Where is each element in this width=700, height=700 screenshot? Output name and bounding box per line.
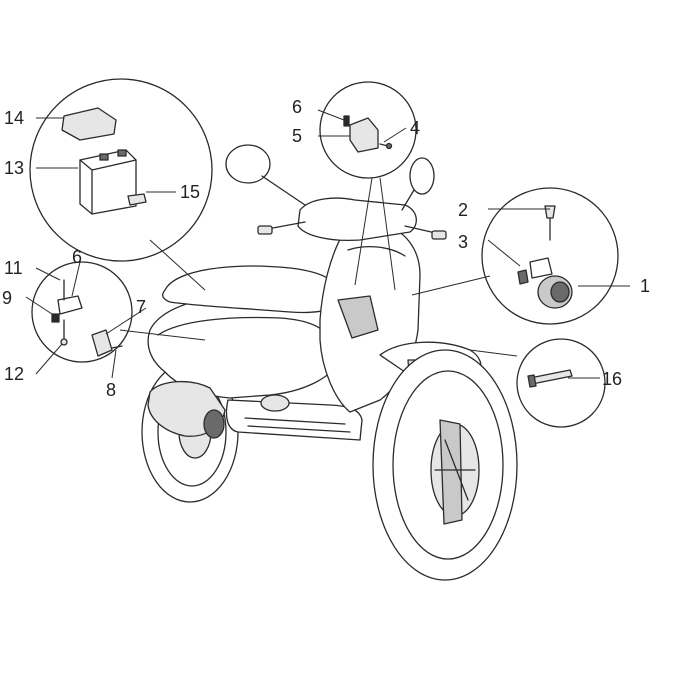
relay-detail-circle-top [319,81,417,291]
right-mirror [401,157,435,211]
callout-7: 7 [136,297,146,317]
fuse-part [127,193,147,206]
battery-cover-part [61,107,117,141]
bracket-part [57,295,83,315]
relay-part-top [349,117,379,153]
bolt-part [544,205,556,219]
callout-9: 9 [2,288,12,308]
battery-part [79,149,137,215]
callout-6-left: 6 [72,247,82,267]
headset [297,197,417,242]
horn-part [537,275,573,309]
screw-detail-circle [469,338,606,428]
relay-part-left [91,329,113,357]
callout-14: 14 [4,108,24,128]
horn-detail-circle [411,187,619,325]
callout-16: 16 [602,369,622,389]
callout-2: 2 [458,200,468,220]
battery-detail-circle [29,78,213,291]
callout-4: 4 [410,118,420,138]
connector-part [51,313,60,323]
callout-6-top: 6 [292,97,302,117]
screw-part [529,369,573,385]
leader-lines [25,109,630,379]
callout-3: 3 [458,232,468,252]
callout-1: 1 [640,276,650,296]
callout-11: 11 [4,258,23,278]
callout-5: 5 [292,126,302,146]
callout-labels: 1 2 3 4 5 6 6 7 8 9 11 12 13 14 15 16 [2,97,650,400]
callout-12: 12 [4,364,24,384]
front-wheel [372,349,518,581]
bracket-part-horn [517,269,529,285]
callout-8: 8 [106,380,116,400]
left-mirror [225,144,306,206]
scooter-illustration [141,144,518,581]
callout-15: 15 [180,182,200,202]
relay-detail-circle-left [31,261,206,363]
floorboard [225,399,363,441]
callout-13: 13 [4,158,24,178]
